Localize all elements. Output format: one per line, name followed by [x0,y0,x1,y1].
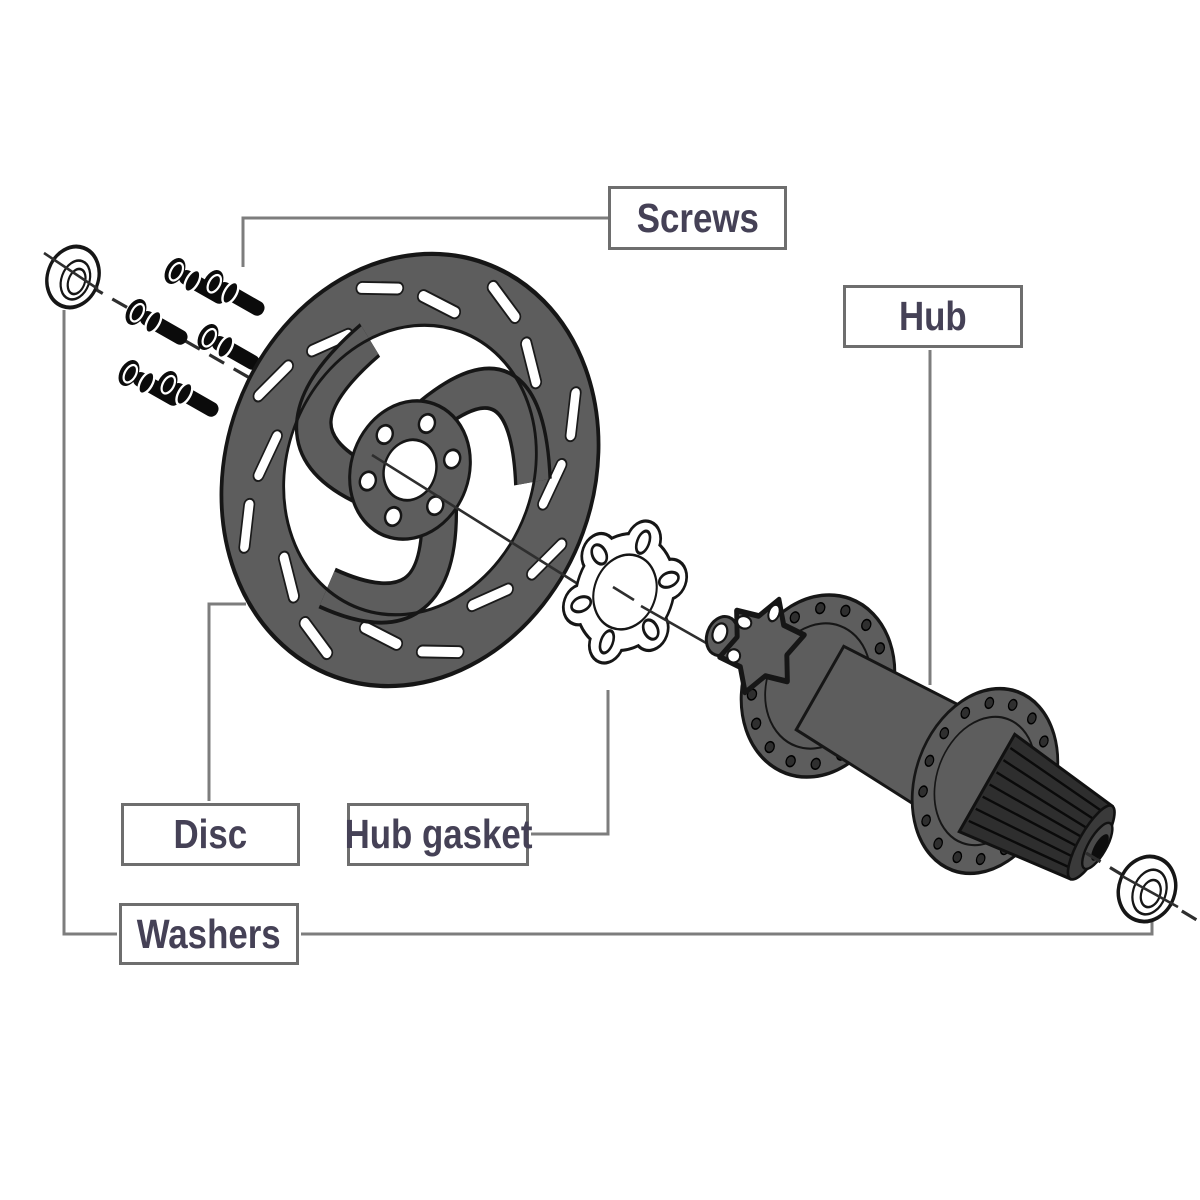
label-screws: Screws [608,186,787,250]
label-washers: Washers [119,903,299,965]
axis-solid-rotor-to-gasket [371,453,579,586]
hub-rotor-mount-star [717,596,807,696]
label-disc: Disc [121,803,300,866]
rotor-arms [294,323,552,625]
connector-screws [241,216,610,267]
connector-washers-left [62,310,117,936]
screw-2 [202,270,265,316]
star-flange-slots [726,603,781,664]
screw-3 [125,299,188,345]
label-disc-text: Disc [173,811,248,857]
gasket-bolt-slots [570,529,680,655]
connector-washers-right [301,915,1154,936]
screws-group [118,258,265,417]
rotor-slots [238,279,582,661]
freehub-body [957,732,1116,881]
axle-end-hole [1091,834,1109,861]
screw-6 [156,371,219,417]
connector-hub-gasket [531,690,610,836]
rotor-center-hole [382,438,438,502]
label-washers-text: Washers [137,910,281,957]
hub-body [704,593,1116,881]
freehub-splines [968,747,1107,871]
axis-through-rear-washer [1121,874,1179,909]
label-hub-gasket: Hub gasket [344,803,532,866]
screw-4 [197,324,260,370]
label-hub: Hub [843,285,1023,348]
label-hub-text: Hub [899,293,967,339]
axis-through-front-washer [43,251,99,291]
disc-rotor [219,251,601,689]
hub-gasket [561,519,689,665]
label-hub-gasket-text: Hub gasket [344,811,532,857]
label-screws-text: Screws [636,194,759,241]
washer-front [45,244,101,310]
gasket-center-hole [592,553,658,631]
connector-disc [207,602,246,801]
rotor-bolt-holes [358,412,462,528]
axis-dash-in-gasket [612,585,635,602]
